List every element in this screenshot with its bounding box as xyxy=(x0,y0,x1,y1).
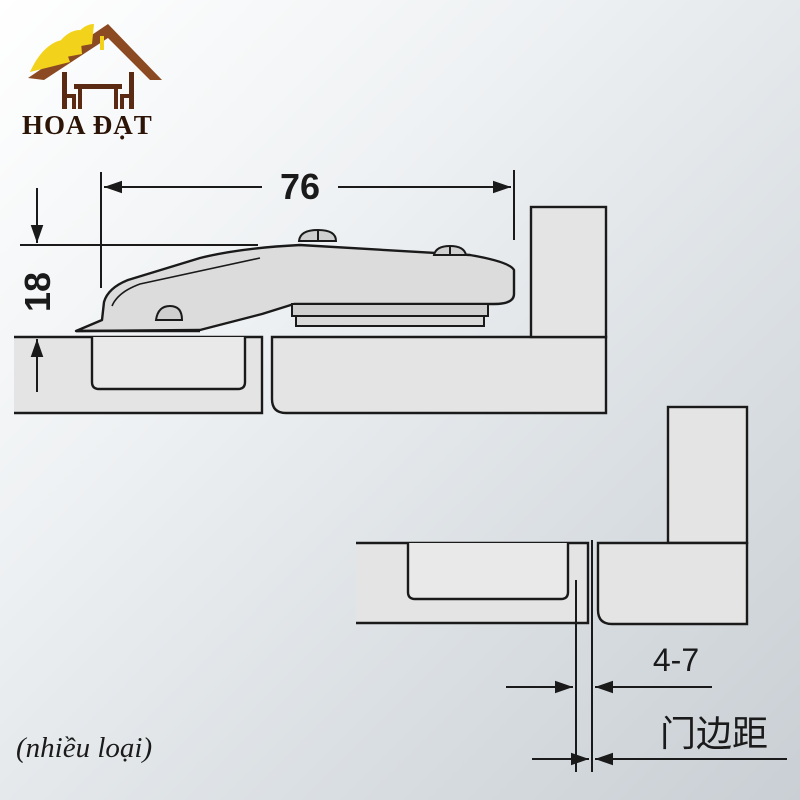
door-panel xyxy=(270,335,608,415)
lower-door-panel xyxy=(596,541,749,626)
brand-logo-icon xyxy=(28,24,162,109)
side-panel xyxy=(14,335,264,415)
gap-dimension-label: 4-7 xyxy=(653,642,699,678)
wall-panel xyxy=(529,205,608,339)
height-dimension-label: 18 xyxy=(17,272,58,312)
lower-wall-panel xyxy=(666,405,749,545)
height-dimension xyxy=(20,188,258,392)
hinge-body xyxy=(74,228,516,333)
gap-dimension xyxy=(506,540,712,772)
door-gap-label: 门边距 xyxy=(660,714,768,755)
caption-text: (nhiều loại) xyxy=(16,732,153,764)
brand-name: HOA ĐẠT xyxy=(22,110,153,140)
width-dimension-label: 76 xyxy=(280,166,320,207)
width-dimension xyxy=(100,170,515,288)
lower-side-panel xyxy=(356,541,590,625)
